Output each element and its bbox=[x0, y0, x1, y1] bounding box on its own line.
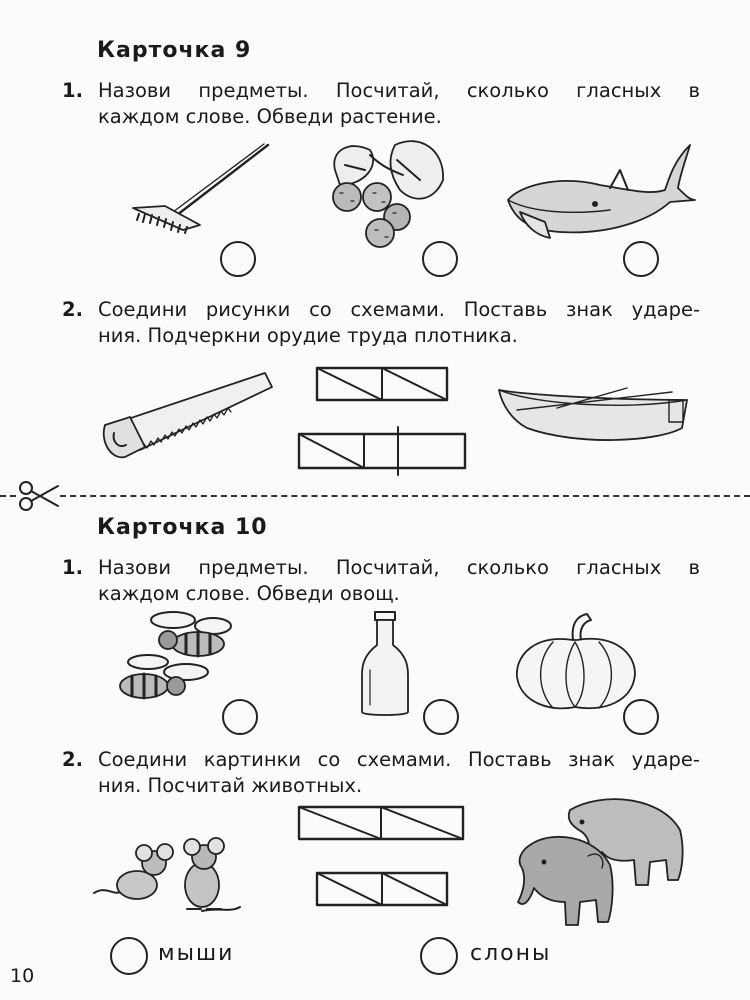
rake-icon bbox=[132, 143, 270, 234]
task-text-line-2: каждом слове. Обведи растение. bbox=[98, 105, 442, 128]
answer-circle[interactable] bbox=[623, 241, 659, 277]
whale-icon bbox=[507, 144, 696, 239]
answer-circle-mice[interactable] bbox=[110, 937, 148, 975]
cut-line bbox=[60, 495, 750, 497]
task-text-line-2: ния. Подчеркни орудие труда плотника. bbox=[98, 324, 518, 347]
elephants-icon bbox=[517, 798, 684, 926]
task-text-line-1: Назови предметы. Посчитай, сколько гласн… bbox=[98, 79, 700, 102]
word-elephants: слоны bbox=[470, 941, 552, 966]
cut-line-left bbox=[0, 495, 16, 497]
task-number: 1. bbox=[62, 79, 83, 102]
card-9-title: Карточка 9 bbox=[97, 38, 252, 63]
task-number: 1. bbox=[62, 556, 83, 579]
saw-icon bbox=[102, 372, 273, 459]
raspberry-icon bbox=[332, 140, 444, 248]
syllable-scheme-1 bbox=[315, 366, 449, 402]
card-9-task-2: 2. Соедини рисунки со схемами. Поставь з… bbox=[62, 297, 700, 349]
task-text-line-1: Соедини рисунки со схемами. Поставь знак… bbox=[98, 298, 700, 321]
bees-icon bbox=[119, 611, 232, 700]
card-9-task-1: 1. Назови предметы. Посчитай, сколько гл… bbox=[62, 78, 700, 130]
syllable-scheme-3 bbox=[297, 805, 465, 841]
syllable-scheme-4 bbox=[315, 871, 449, 907]
card-10-task-2: 2. Соедини картинки со схемами. Поставь … bbox=[62, 747, 700, 799]
boat-icon bbox=[498, 387, 688, 441]
answer-circle[interactable] bbox=[422, 241, 458, 277]
mice-icon bbox=[93, 837, 241, 912]
bottle-icon bbox=[361, 611, 409, 716]
task-text-line-1: Назови предметы. Посчитай, сколько гласн… bbox=[98, 556, 700, 579]
answer-circle[interactable] bbox=[222, 699, 258, 735]
syllable-scheme-2 bbox=[297, 426, 467, 476]
card-10-title: Карточка 10 bbox=[97, 515, 268, 540]
scissors-icon bbox=[19, 481, 59, 511]
task-text-line-2: ния. Посчитай животных. bbox=[98, 774, 363, 797]
answer-circle-elephants[interactable] bbox=[420, 937, 458, 975]
pumpkin-icon bbox=[516, 613, 636, 710]
answer-circle[interactable] bbox=[623, 699, 659, 735]
card-10-task-1: 1. Назови предметы. Посчитай, сколько гл… bbox=[62, 555, 700, 607]
answer-circle[interactable] bbox=[423, 699, 459, 735]
page-number: 10 bbox=[10, 965, 35, 987]
task-text-line-1: Соедини картинки со схемами. Поставь зна… bbox=[98, 748, 700, 771]
task-number: 2. bbox=[62, 748, 83, 771]
task-text-line-2: каждом слове. Обведи овощ. bbox=[98, 582, 400, 605]
word-mice: мыши bbox=[158, 941, 235, 966]
answer-circle[interactable] bbox=[220, 241, 256, 277]
task-number: 2. bbox=[62, 298, 83, 321]
